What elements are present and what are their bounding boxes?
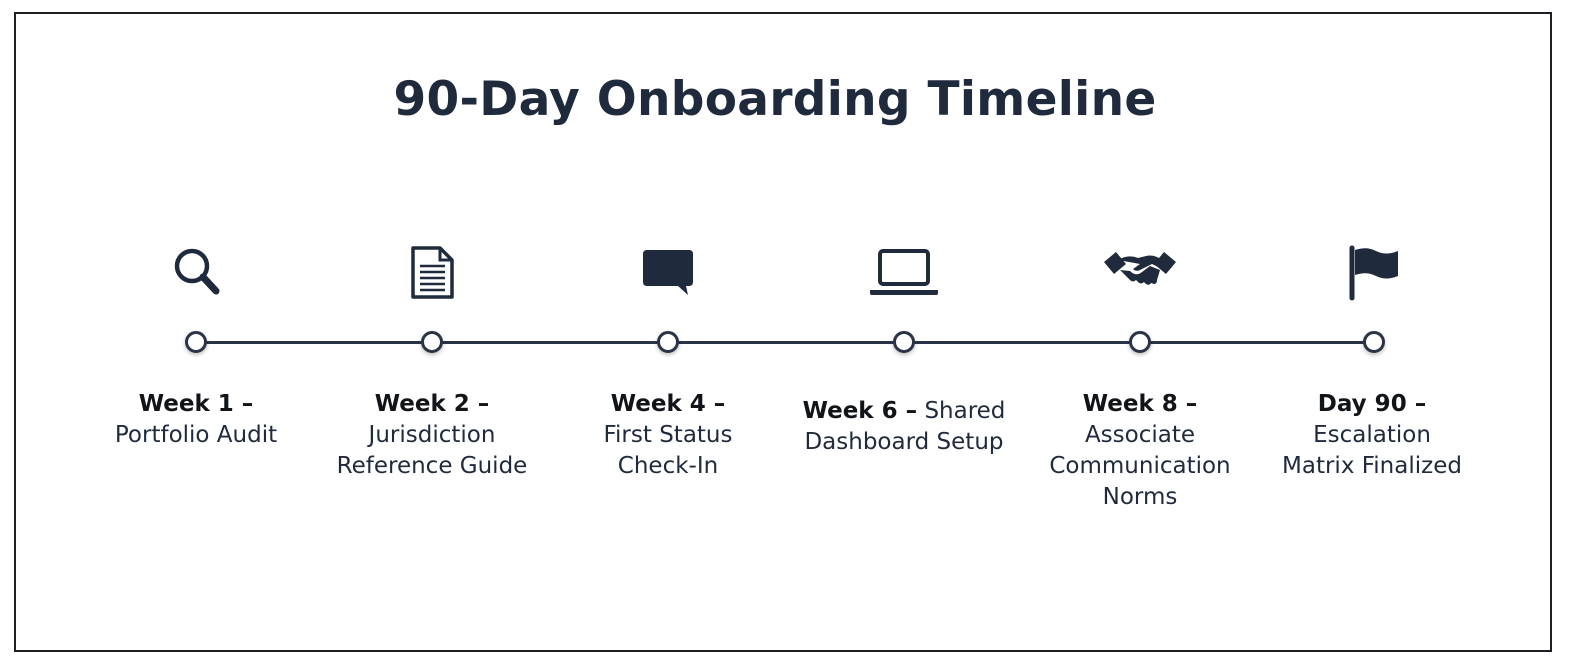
milestone-heading: Day 90 – <box>1317 391 1427 417</box>
milestone-text: Jurisdiction <box>368 422 496 448</box>
magnifying-glass-icon <box>156 242 236 302</box>
speech-bubble-icon <box>628 242 708 302</box>
milestone-label-week-1: Week 1 – Portfolio Audit <box>76 389 316 451</box>
milestone-text: Escalation <box>1313 422 1431 448</box>
milestone-heading: Week 8 – <box>1082 391 1198 417</box>
milestone-text: Associate <box>1084 422 1196 448</box>
milestone-text: Norms <box>1102 484 1178 510</box>
milestone-node-week-6 <box>893 331 915 353</box>
milestone-text: Dashboard Setup <box>804 429 1004 455</box>
milestone-label-week-8: Week 8 – Associate Communication Norms <box>1020 389 1260 513</box>
milestone-text: First Status <box>603 422 733 448</box>
milestone-heading: Week 4 – <box>610 391 726 417</box>
document-icon <box>392 242 472 302</box>
milestone-heading-line: Week 6 – Shared <box>774 396 1034 427</box>
laptop-icon <box>864 242 944 302</box>
milestone-heading: Week 6 – <box>802 398 918 424</box>
flag-icon <box>1334 242 1414 302</box>
milestone-text: Shared <box>924 398 1006 424</box>
milestone-text: Check-In <box>617 453 719 479</box>
milestone-label-week-4: Week 4 – First Status Check-In <box>548 389 788 482</box>
milestone-text: Matrix Finalized <box>1282 453 1462 479</box>
milestone-text: Reference Guide <box>336 453 528 479</box>
milestone-node-week-8 <box>1129 331 1151 353</box>
timeline-frame <box>14 12 1552 652</box>
milestone-label-day-90: Day 90 – Escalation Matrix Finalized <box>1252 389 1492 482</box>
milestone-node-day-90 <box>1363 331 1385 353</box>
milestone-heading: Week 1 – <box>138 391 254 417</box>
milestone-text: Portfolio Audit <box>114 422 278 448</box>
handshake-icon <box>1100 242 1180 302</box>
page-title: 90-Day Onboarding Timeline <box>393 72 1157 127</box>
milestone-node-week-2 <box>421 331 443 353</box>
milestone-label-week-2: Week 2 – Jurisdiction Reference Guide <box>312 389 552 482</box>
milestone-heading: Week 2 – <box>374 391 490 417</box>
milestone-node-week-1 <box>185 331 207 353</box>
milestone-label-week-6: Week 6 – Shared Dashboard Setup <box>774 396 1034 458</box>
milestone-text: Communication <box>1049 453 1231 479</box>
timeline-track <box>196 341 1374 344</box>
milestone-node-week-4 <box>657 331 679 353</box>
